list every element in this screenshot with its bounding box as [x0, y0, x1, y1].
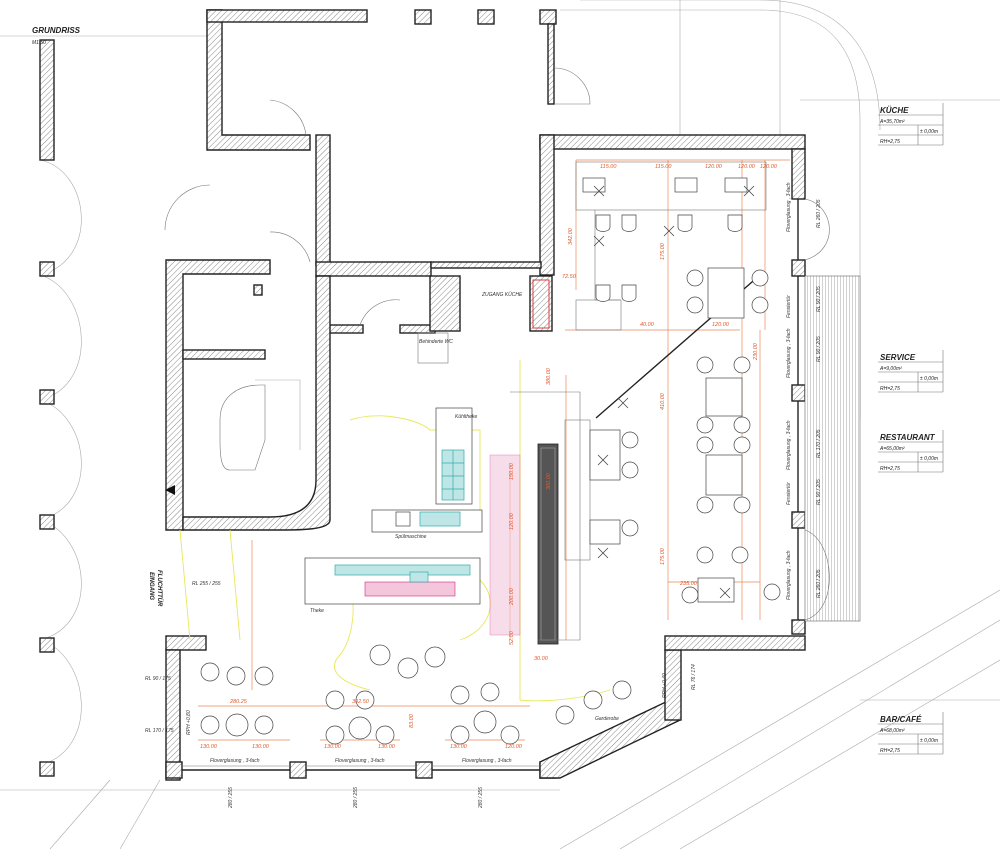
fixture-label: Kühltheke	[455, 414, 477, 420]
dim-label: 120.00	[712, 322, 730, 328]
dim-label: 130.00	[324, 744, 342, 750]
window-label: Floverglasung , 3-fach	[210, 758, 260, 764]
entrance-label: EINGANG	[148, 572, 154, 600]
room-area: A=9,00m²	[879, 366, 902, 372]
opening-label: RL 260 / 205	[816, 569, 822, 598]
room-height: RH=2,75	[880, 466, 900, 472]
window-label: Floverglasung , 3-fach	[462, 758, 512, 764]
room-table-bar: BAR/CAFÉ A=68,00m² ± 0,00m RH=2,75	[878, 712, 944, 755]
fixture-label: Behinderte WC	[419, 339, 453, 345]
opening-label: RL 90 / 205	[816, 479, 822, 505]
dim-label: 300.00	[546, 472, 552, 490]
dim-label: 130.00	[450, 744, 468, 750]
furniture	[200, 214, 781, 745]
room-level: ± 0,00m	[920, 456, 938, 462]
window-label: Floverglasung , 3-fach	[786, 420, 792, 470]
dim-label: 280 / 255	[228, 787, 234, 809]
dim-label: 72.50	[562, 274, 577, 280]
opening-labels: RL 260 / 205 RL 90 / 205 RL 90 / 205 RL …	[145, 199, 822, 735]
opening-label: RL 260 / 205	[816, 199, 822, 228]
dim-label: 342.00	[568, 227, 574, 245]
dim-label: 410.00	[660, 392, 666, 410]
room-name: SERVICE	[880, 353, 916, 362]
room-table-restaurant: RESTAURANT A=65,00m² ± 0,00m RH=2,75	[878, 430, 944, 473]
dim-label: 235.00	[679, 581, 698, 587]
dim-label: 130.00	[200, 744, 218, 750]
room-height: RH=2,75	[880, 386, 900, 392]
escape-door-label: FLUCHTTÜR	[156, 570, 163, 607]
dim-label: 280.25	[229, 699, 248, 705]
dim-label: 30.00	[534, 656, 549, 662]
window-label: Floverglasung , 3-fach	[335, 758, 385, 764]
room-name: BAR/CAFÉ	[880, 715, 922, 724]
dim-label: 120.00	[509, 512, 515, 530]
dim-label: 115.00	[655, 164, 672, 170]
dim-label: 280 / 255	[478, 787, 484, 809]
left-columns	[39, 39, 55, 777]
opening-label: RL 170 / 205	[816, 429, 822, 458]
dim-label: 52.00	[509, 630, 515, 645]
opening-label: RL 90 / 175	[145, 676, 171, 682]
window-label: Floverglasung , 3-fach	[786, 182, 792, 232]
room-level: ± 0,00m	[920, 129, 938, 135]
dim-label: 175.00	[660, 242, 666, 260]
opening-label: RL 90 / 205	[816, 336, 822, 362]
room-level: ± 0,00m	[920, 738, 938, 744]
room-table-kueche: KÜCHE A=35,70m² ± 0,00m RH=2,75	[878, 103, 944, 146]
opening-label: RPH +0,80	[186, 710, 192, 735]
fixture-labels: Behinderte WC Spülmaschine Theke Kühlthe…	[310, 291, 619, 722]
window-label: Fenstertür	[786, 295, 792, 318]
opening-label: RPH +0,40	[662, 673, 668, 698]
dim-label: 120.00	[760, 164, 778, 170]
fixture-label: Spülmaschine	[395, 534, 427, 540]
fixture-label: Theke	[310, 608, 324, 614]
opening-label: RL 170 / 175	[145, 728, 174, 734]
light-markers	[593, 185, 755, 599]
dim-label: 115.00	[600, 164, 617, 170]
glazing	[182, 198, 861, 771]
dim-label: 120.00	[705, 164, 723, 170]
dim-label: 40.00	[640, 322, 655, 328]
fixture-label: Garderobe	[595, 716, 619, 722]
room-height: RH=2,75	[880, 748, 900, 754]
opening-label: RL 255 / 255	[192, 581, 221, 587]
dimensions: 115.00 115.00 120.00 120.00 120.00 342.0…	[200, 164, 778, 809]
dim-label: 130.00	[378, 744, 396, 750]
window-label: Floverglasung , 3-fach	[786, 328, 792, 378]
plan-title: GRUNDRISS	[32, 26, 81, 35]
dim-label: 280 / 255	[353, 787, 359, 809]
door-swings	[164, 67, 591, 471]
room-area: A=35,70m²	[879, 119, 905, 125]
window-label: Floverglasung , 3-fach	[786, 550, 792, 600]
dim-label: 130.00	[252, 744, 270, 750]
dim-label: 150.00	[509, 462, 515, 480]
opening-label: RL 76 / 174	[691, 664, 697, 690]
dim-label: 83.00	[409, 713, 415, 728]
opening-label: RL 90 / 205	[816, 286, 822, 312]
dim-label: 120.00	[505, 744, 523, 750]
dim-label: 200.00	[509, 587, 515, 606]
dim-label: 302.50	[352, 699, 370, 705]
dim-label: 380.00	[546, 367, 552, 385]
room-name: RESTAURANT	[880, 433, 936, 442]
window-label: Fenstertür	[786, 482, 792, 505]
dim-label: 120.00	[738, 164, 756, 170]
entrance-marker: EINGANG FLUCHTTÜR	[148, 485, 175, 607]
room-area: A=65,00m²	[879, 446, 905, 452]
dim-label: 230.00	[753, 342, 759, 361]
room-height: RH=2,75	[880, 139, 900, 145]
fixture-label: ZUGANG KÜCHE	[481, 291, 523, 298]
room-area: A=68,00m²	[879, 728, 905, 734]
window-labels: Floverglasung , 3-fach Fenstertür Flover…	[210, 182, 792, 764]
room-level: ± 0,00m	[920, 376, 938, 382]
bar-counter	[304, 391, 591, 645]
room-table-service: SERVICE A=9,00m² ± 0,00m RH=2,75	[878, 350, 944, 393]
plan-scale: M1:50	[32, 40, 46, 46]
dim-label: 175.00	[660, 547, 666, 565]
room-name: KÜCHE	[880, 106, 909, 115]
walls	[165, 9, 806, 781]
